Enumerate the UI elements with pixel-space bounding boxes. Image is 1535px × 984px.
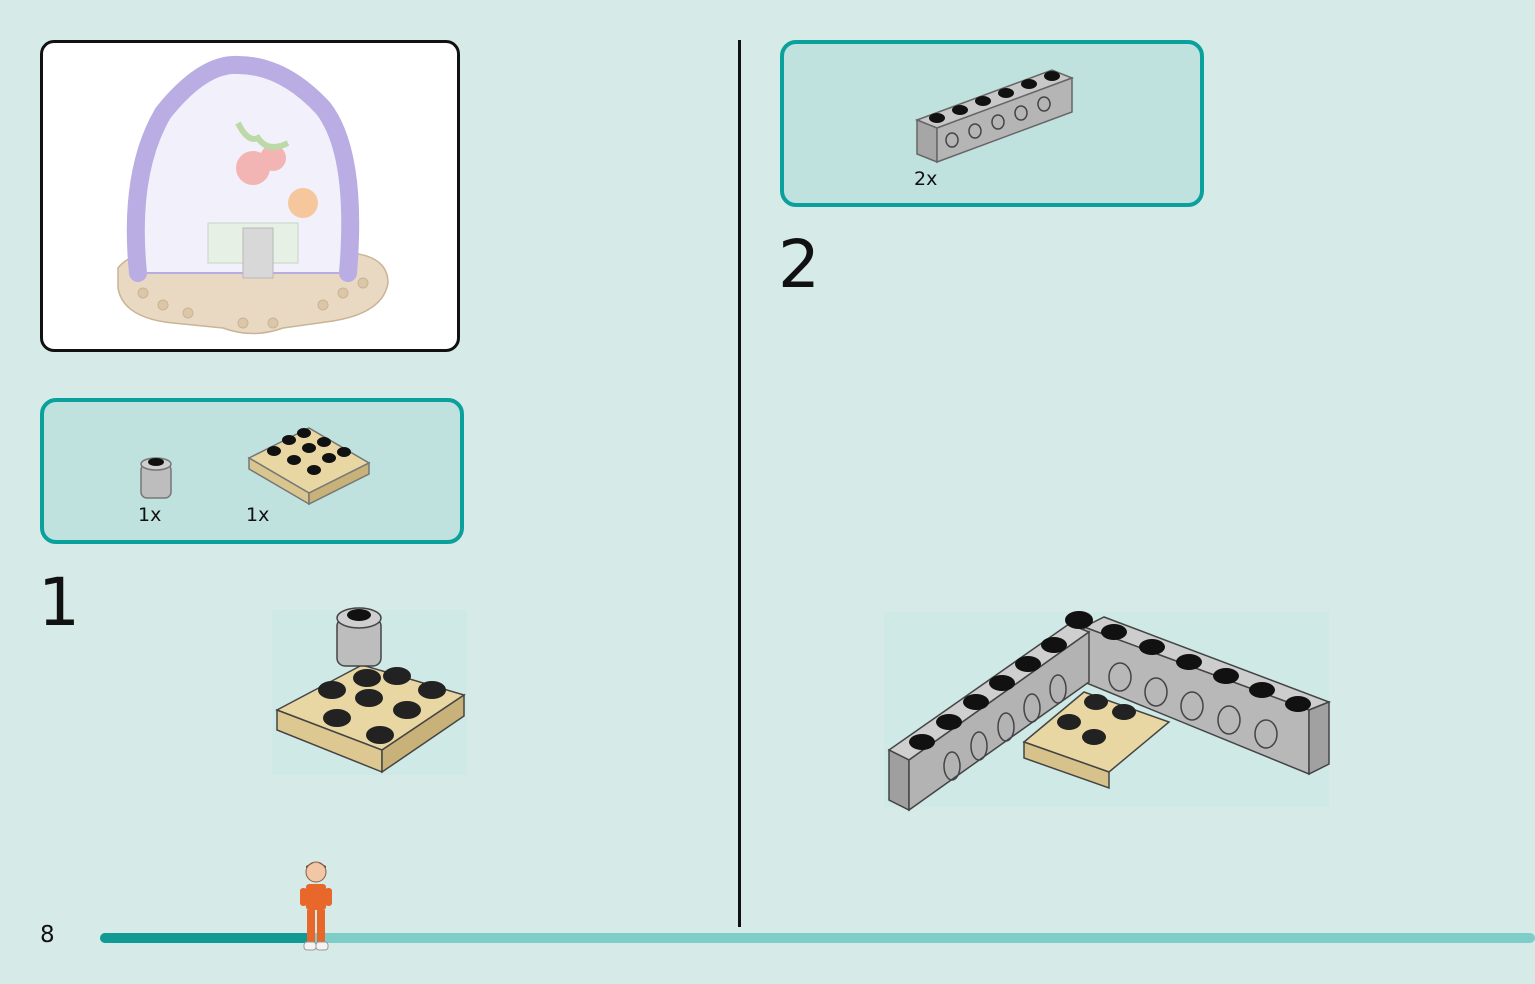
round-brick-icon xyxy=(140,457,172,499)
part-qty-tan-plate: 1x xyxy=(246,504,270,526)
page-number: 8 xyxy=(40,922,55,948)
part-qty-round-brick: 1x xyxy=(138,504,162,526)
technic-brick-icon xyxy=(914,69,1075,164)
progress-fill xyxy=(100,933,316,943)
terrarium-model-illustration xyxy=(117,55,389,335)
tan-plate-icon xyxy=(247,427,371,506)
model-preview-panel xyxy=(40,40,460,352)
step-number-1: 1 xyxy=(38,564,80,641)
step-number-2: 2 xyxy=(778,226,820,303)
step2-build-illustration xyxy=(884,611,1332,812)
part-qty-technic-brick: 2x xyxy=(914,168,938,190)
page-divider xyxy=(738,40,741,927)
step2-parts-list: 2x xyxy=(780,40,1204,207)
step1-build-illustration xyxy=(272,607,467,775)
minifigure-icon xyxy=(300,861,332,951)
progress-track xyxy=(100,933,1535,943)
step1-parts-list: 1x 1x xyxy=(40,398,464,544)
